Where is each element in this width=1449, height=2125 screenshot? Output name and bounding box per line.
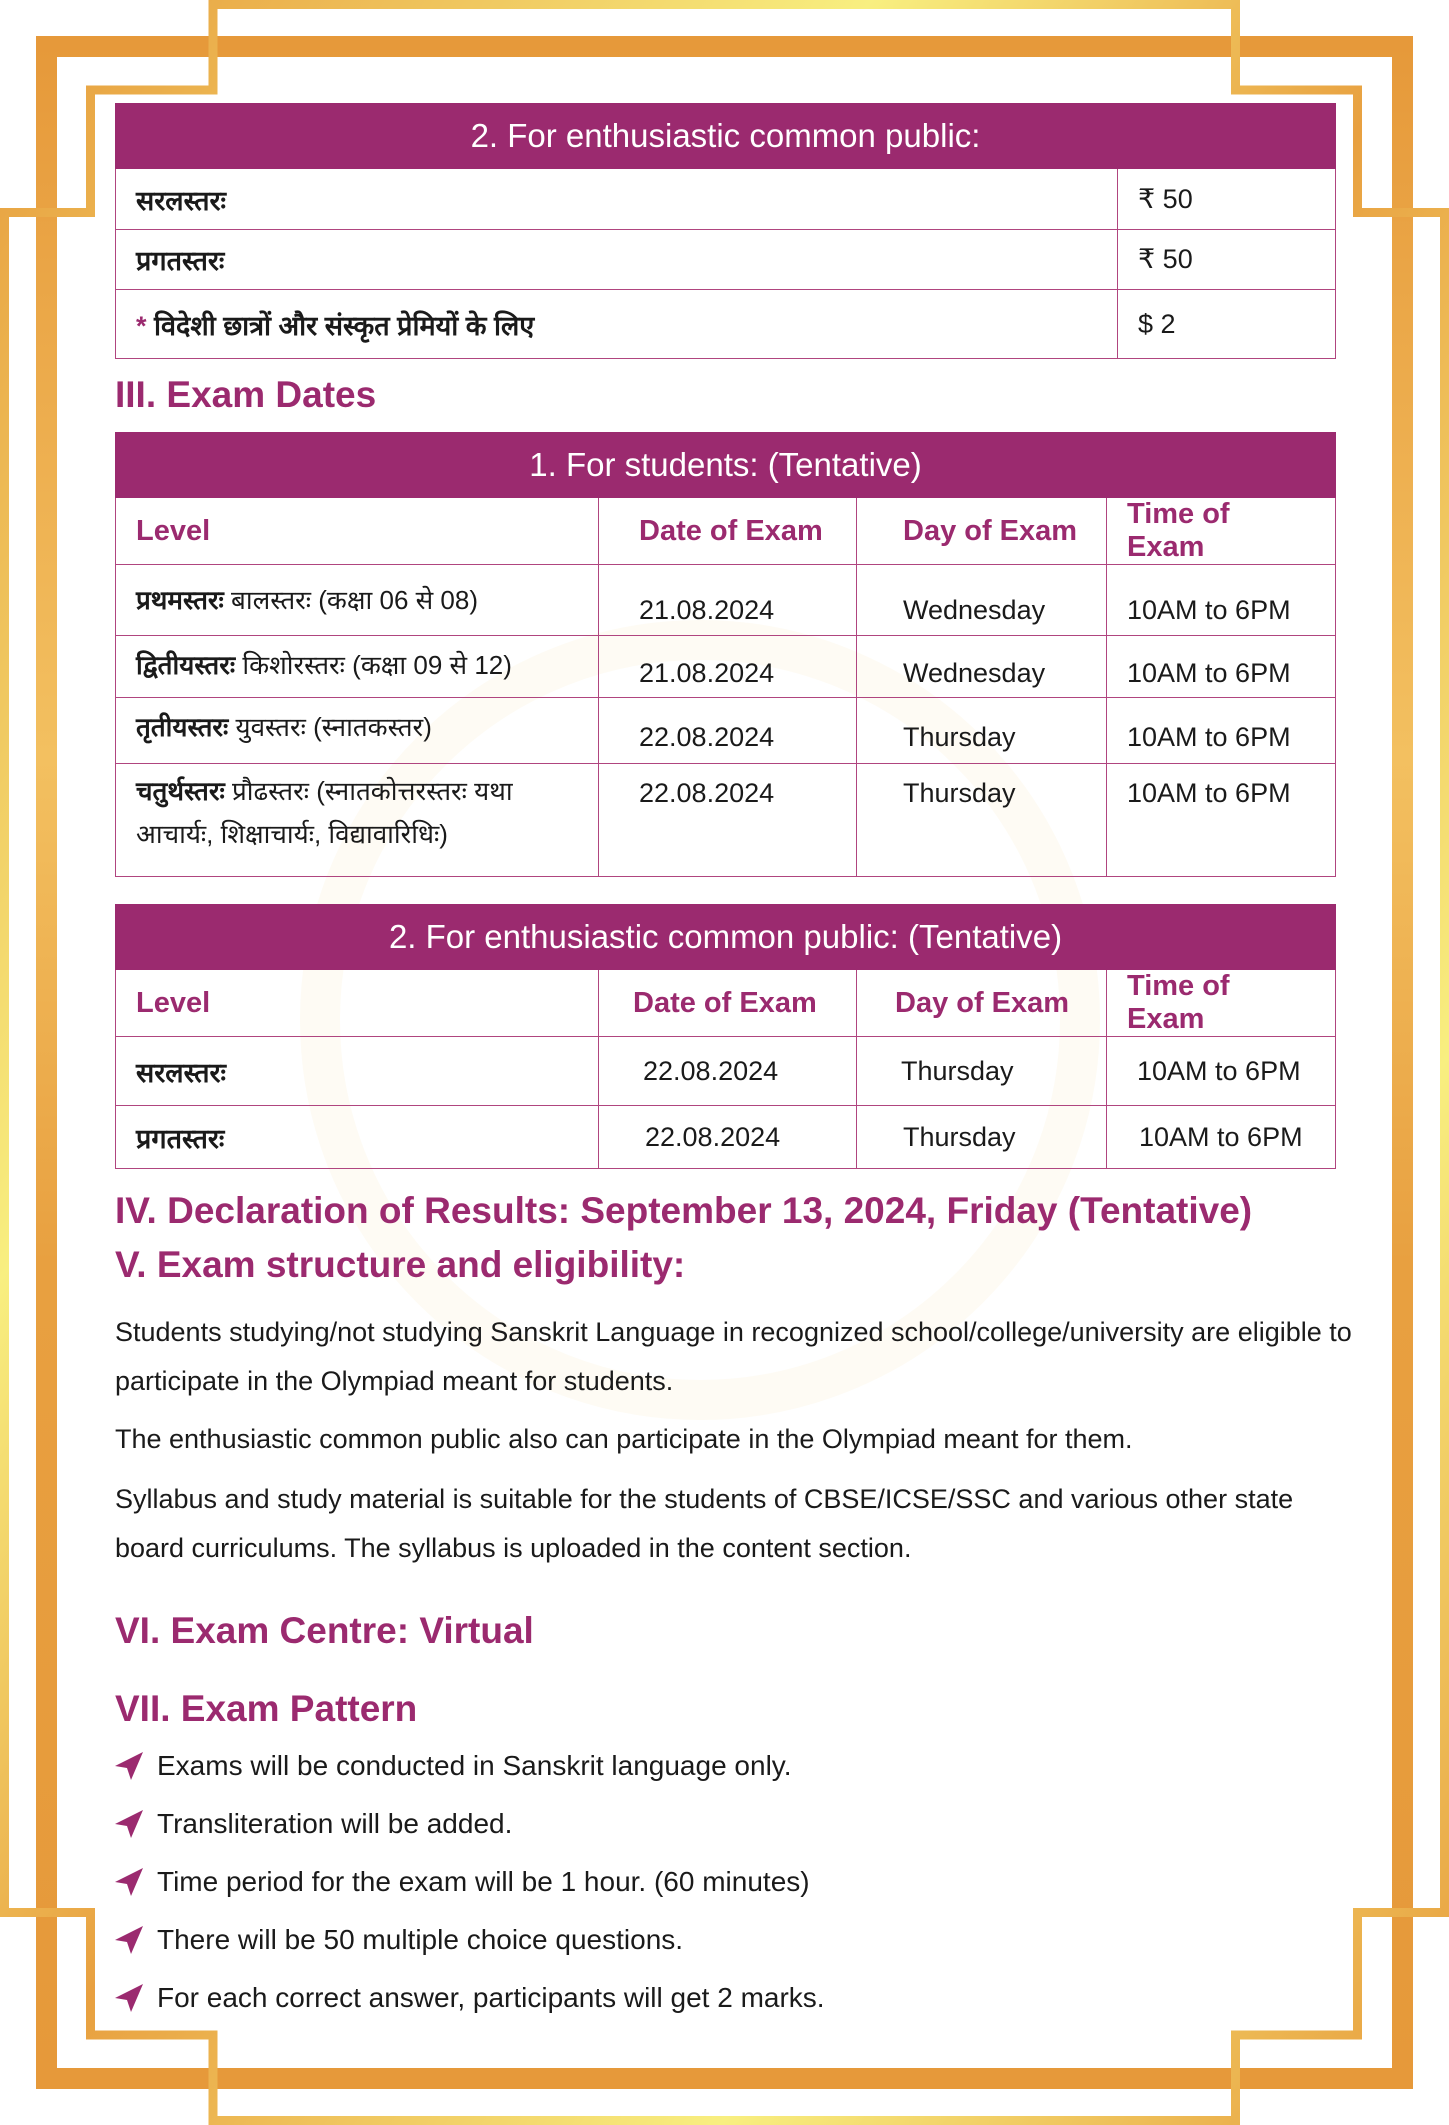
public-dates-table: 2. For enthusiastic common public: (Tent… [115, 904, 1336, 1169]
header-time: Time of Exam [1105, 497, 1337, 565]
pattern-item: Time period for the exam will be 1 hour.… [115, 1866, 810, 1898]
pattern-item: For each correct answer, participants wi… [115, 1982, 825, 2014]
section-centre-title: VI. Exam Centre: Virtual [115, 1610, 534, 1651]
section-results-title: IV. Declaration of Results: September 13… [115, 1190, 1253, 1231]
fee-cell: ₹ 50 [1116, 229, 1337, 290]
time-cell: 10AM to 6PM [1106, 1036, 1336, 1106]
header-row: Level Date of Exam Day of Exam Time of E… [115, 969, 1336, 1037]
day-cell: Thursday [856, 1105, 1107, 1169]
date-cell: 22.08.2024 [598, 697, 857, 764]
day-cell: Thursday [856, 1036, 1107, 1106]
header-date: Date of Exam [598, 969, 857, 1037]
table-row: चतुर्थस्तरः प्रौढस्तरः (स्नातकोत्तरस्तरः… [115, 763, 1337, 877]
asterisk: * [136, 310, 147, 341]
pattern-item: Exams will be conducted in Sanskrit lang… [115, 1750, 792, 1782]
level-cell: चतुर्थस्तरः प्रौढस्तरः (स्नातकोत्तरस्तरः… [115, 763, 599, 877]
students-dates-table: 1. For students: (Tentative) Level Date … [114, 432, 1337, 877]
pattern-item-text: Transliteration will be added. [157, 1808, 513, 1839]
date-cell: 22.08.2024 [598, 763, 857, 877]
level-cell: प्रगतस्तरः [115, 229, 1118, 290]
level-text: विदेशी छात्रों और संस्कृत प्रेमियों के ल… [154, 310, 535, 341]
level-detail: किशोरस्तरः (कक्षा 09 से 12) [235, 650, 512, 680]
pattern-item-text: For each correct answer, participants wi… [157, 1982, 825, 2013]
fee-table: 2. For enthusiastic common public: सरलस्… [114, 103, 1337, 359]
eligibility-paragraph: The enthusiastic common public also can … [115, 1424, 1133, 1454]
header-date: Date of Exam [598, 497, 857, 565]
table-row: प्रगतस्तरः ₹ 50 [115, 229, 1337, 290]
fee-cell: ₹ 50 [1116, 168, 1337, 230]
level-name: प्रथमस्तरः [136, 585, 224, 615]
day-cell: Thursday [856, 697, 1107, 764]
paper-plane-arrow-icon [115, 1926, 143, 1954]
section-pattern-title: VII. Exam Pattern [115, 1688, 418, 1729]
level-cell: सरलस्तरः [115, 168, 1118, 230]
time-cell: 10AM to 6PM [1105, 697, 1337, 764]
level-cell: * विदेशी छात्रों और संस्कृत प्रेमियों के… [115, 289, 1118, 359]
pattern-item: There will be 50 multiple choice questio… [115, 1924, 683, 1956]
header-day: Day of Exam [856, 969, 1107, 1037]
fee-cell: $ 2 [1116, 289, 1337, 359]
eligibility-paragraph: Syllabus and study material is suitable … [115, 1484, 1294, 1563]
pattern-item-text: Time period for the exam will be 1 hour.… [157, 1866, 810, 1897]
time-cell: 10AM to 6PM [1105, 564, 1337, 636]
time-cell: 10AM to 6PM [1105, 763, 1337, 877]
level-cell: द्वितीयस्तरः किशोरस्तरः (कक्षा 09 से 12) [115, 635, 599, 698]
header-level: Level [115, 969, 599, 1037]
table-row: सरलस्तरः ₹ 50 [115, 168, 1337, 230]
paper-plane-arrow-icon [115, 1752, 143, 1780]
level-detail: युवस्तरः (स्नातकस्तर) [228, 712, 432, 742]
paper-plane-arrow-icon [115, 1810, 143, 1838]
header-level: Level [115, 497, 599, 565]
eligibility-paragraph: Students studying/not studying Sanskrit … [115, 1317, 1352, 1396]
table-row: प्रथमस्तरः बालस्तरः (कक्षा 06 से 08) 21.… [115, 564, 1337, 636]
time-cell: 10AM to 6PM [1105, 635, 1337, 698]
day-cell: Thursday [856, 763, 1107, 877]
pattern-item-text: Exams will be conducted in Sanskrit lang… [157, 1750, 792, 1781]
students-table-caption: 1. For students: (Tentative) [114, 432, 1337, 498]
table-row: * विदेशी छात्रों और संस्कृत प्रेमियों के… [115, 289, 1337, 359]
level-cell: सरलस्तरः [115, 1036, 599, 1106]
fee-table-caption: 2. For enthusiastic common public: [114, 103, 1337, 169]
header-time: Time of Exam [1106, 969, 1336, 1037]
public-table-caption: 2. For enthusiastic common public: (Tent… [115, 904, 1336, 970]
date-cell: 22.08.2024 [598, 1036, 857, 1106]
pattern-item-text: There will be 50 multiple choice questio… [157, 1924, 684, 1955]
table-row: प्रगतस्तरः 22.08.2024 Thursday 10AM to 6… [115, 1105, 1336, 1169]
table-row: सरलस्तरः 22.08.2024 Thursday 10AM to 6PM [115, 1036, 1336, 1106]
level-name: द्वितीयस्तरः [136, 650, 236, 680]
pattern-item: Transliteration will be added. [115, 1808, 512, 1840]
level-cell: प्रगतस्तरः [115, 1105, 599, 1169]
header-day: Day of Exam [856, 497, 1107, 565]
section-exam-dates-title: III. Exam Dates [115, 374, 377, 415]
paper-plane-arrow-icon [115, 1984, 143, 2012]
level-detail: बालस्तरः (कक्षा 06 से 08) [223, 585, 479, 615]
day-cell: Wednesday [856, 635, 1107, 698]
time-cell: 10AM to 6PM [1106, 1105, 1336, 1169]
level-detail: प्रौढस्तरः (स्नातकोत्तरस्तरः यथा आचार्यः… [136, 776, 513, 849]
level-cell: तृतीयस्तरः युवस्तरः (स्नातकस्तर) [115, 697, 599, 764]
date-cell: 21.08.2024 [598, 564, 857, 636]
thick-frame [36, 36, 1413, 2089]
table-row: तृतीयस्तरः युवस्तरः (स्नातकस्तर) 22.08.2… [115, 697, 1337, 764]
day-cell: Wednesday [856, 564, 1107, 636]
level-name: चतुर्थस्तरः [136, 776, 225, 806]
section-structure-title: V. Exam structure and eligibility: [115, 1244, 686, 1285]
paper-plane-arrow-icon [115, 1868, 143, 1896]
date-cell: 21.08.2024 [598, 635, 857, 698]
level-name: तृतीयस्तरः [136, 712, 229, 742]
date-cell: 22.08.2024 [598, 1105, 857, 1169]
header-row: Level Date of Exam Day of Exam Time of E… [115, 497, 1337, 565]
level-cell: प्रथमस्तरः बालस्तरः (कक्षा 06 से 08) [115, 564, 599, 636]
table-row: द्वितीयस्तरः किशोरस्तरः (कक्षा 09 से 12)… [115, 635, 1337, 698]
